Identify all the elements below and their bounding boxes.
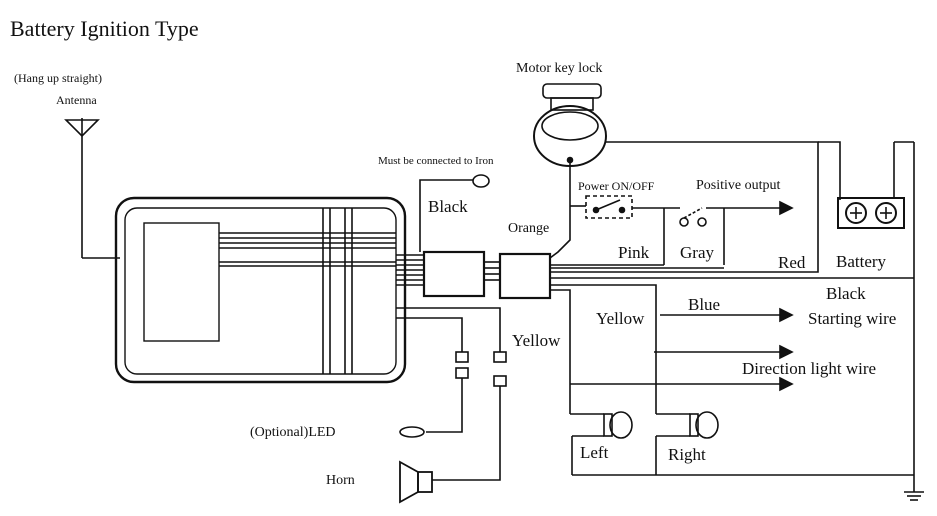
positive-output-label: Positive output: [696, 178, 781, 193]
antenna-label: Antenna: [56, 93, 97, 107]
motor-key-lock: [533, 83, 607, 167]
horn-label: Horn: [326, 473, 355, 488]
led-horn-wires: [396, 307, 507, 481]
horn-symbol: [399, 460, 433, 504]
power-switch-label: Power ON/OFF: [578, 179, 655, 193]
wire-harness: [396, 250, 552, 300]
wire-label-red: Red: [778, 253, 806, 272]
antenna-symbol: [64, 118, 120, 259]
wire-label-black-right: Black: [826, 284, 866, 303]
wire-label-gray: Gray: [680, 243, 714, 262]
alarm-module: [114, 196, 407, 384]
key-lock-wires: [549, 141, 841, 259]
wire-label-yellow-left: Yellow: [512, 331, 561, 350]
battery-label: Battery: [836, 252, 887, 271]
ground-symbol: [904, 475, 924, 501]
wire-label-blue: Blue: [688, 295, 721, 314]
wire-label-black-top: Black: [428, 197, 468, 216]
wire-label-orange: Orange: [508, 221, 550, 236]
direction-light-label: Direction light wire: [742, 359, 877, 378]
led-label: (Optional)LED: [250, 425, 336, 440]
right-lamp-label: Right: [668, 445, 706, 464]
iron-ground-wire: [419, 174, 490, 252]
wire-label-yellow-mid: Yellow: [596, 309, 645, 328]
turn-lamps: [570, 411, 914, 476]
power-switch: [570, 195, 794, 265]
left-lamp-label: Left: [580, 443, 609, 462]
antenna-note: (Hang up straight): [14, 71, 102, 85]
iron-note: Must be connected to Iron: [378, 155, 494, 167]
battery-symbol: [837, 141, 915, 475]
starting-wire-label: Starting wire: [808, 309, 897, 328]
wire-label-pink: Pink: [618, 243, 650, 262]
output-wires: [550, 206, 914, 414]
diagram-title: Battery Ignition Type: [10, 16, 199, 41]
key-lock-label: Motor key lock: [516, 61, 603, 76]
